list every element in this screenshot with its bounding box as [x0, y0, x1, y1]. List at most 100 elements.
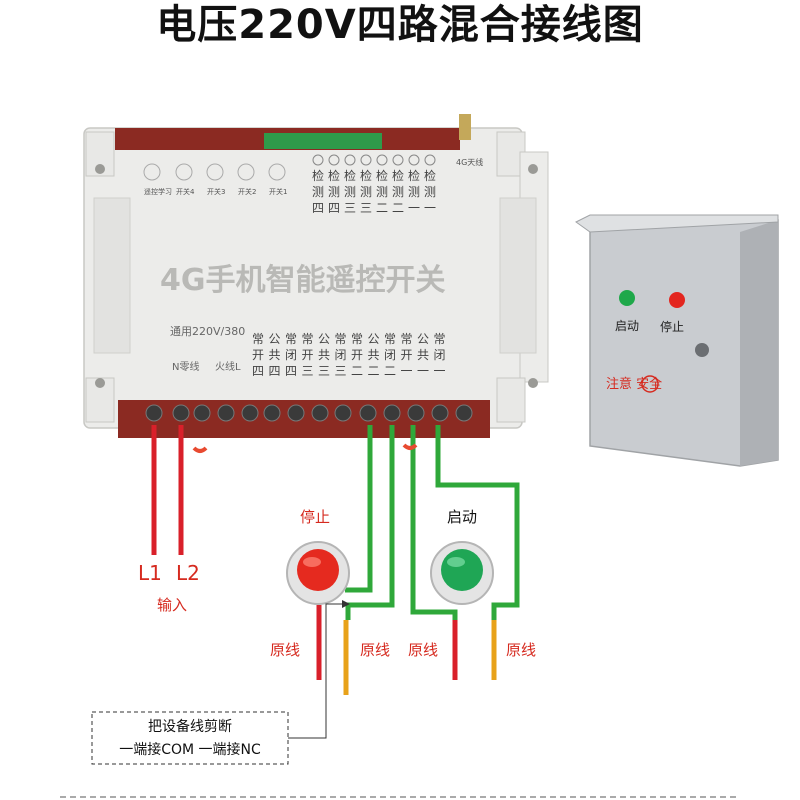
cabinet-start-label: 启动	[615, 319, 639, 333]
original-wire-label-1: 原线	[270, 641, 300, 659]
detect-label-char: 检	[360, 168, 372, 183]
indicator-light	[237, 163, 255, 181]
terminal-screw	[241, 404, 259, 422]
cabinet-stop-label: 停止	[660, 319, 684, 334]
detect-label-char: 测	[424, 185, 436, 199]
arrow-icon	[342, 600, 350, 608]
antenna	[459, 114, 471, 140]
cabinet-stop-button	[669, 292, 685, 308]
detect-indicator	[312, 154, 324, 166]
terminal-screw	[193, 404, 211, 422]
terminal-screw	[407, 404, 425, 422]
terminal-label-char: 公	[417, 332, 429, 346]
detect-label-char: 检	[328, 168, 340, 183]
terminal-label-char: 公	[269, 332, 281, 346]
terminal-screw	[334, 404, 352, 422]
input-l1-label: L1	[138, 561, 162, 585]
detect-label-char: 测	[360, 185, 372, 199]
detect-label-char: 测	[344, 185, 356, 199]
terminal-label-char: 四	[252, 364, 264, 378]
terminal-label-char: 闭	[285, 348, 297, 362]
voltage-label: 通用220V/380	[170, 325, 245, 338]
terminal-label-char: 闭	[434, 348, 446, 362]
terminal-screw	[145, 404, 163, 422]
input-l2-label: L2	[176, 561, 200, 585]
detect-label-char: 四	[312, 201, 324, 215]
indicator-label: 开关4	[176, 187, 195, 196]
detect-label-char: 测	[408, 185, 420, 199]
terminal-label-char: 开	[351, 348, 363, 362]
start-push-button	[430, 541, 494, 605]
indicator-label: 开关3	[207, 187, 225, 196]
cabinet-start-button	[619, 290, 635, 306]
terminal-screw	[455, 404, 473, 422]
detect-indicator	[376, 154, 388, 166]
detect-label-char: 三	[344, 201, 356, 215]
detect-label-char: 二	[392, 201, 404, 215]
detect-indicator	[392, 154, 404, 166]
terminal-label-char: 三	[318, 364, 330, 378]
detect-label-char: 检	[392, 168, 404, 183]
terminal-label-char: 三	[335, 364, 347, 378]
terminal-label-char: 一	[401, 364, 413, 378]
detect-label-char: 一	[424, 201, 436, 215]
note-line-2: 一端接COM 一端接NC	[119, 741, 261, 758]
detect-label-char: 检	[424, 168, 436, 183]
terminal-label-char: 常	[252, 332, 264, 346]
cabinet-warning-text: 注意 安全	[606, 376, 662, 392]
terminal-label-char: 三	[302, 364, 314, 378]
page-title: 电压220V四路混合接线图	[156, 2, 644, 48]
detect-label-char: 检	[408, 168, 420, 183]
detect-indicator	[344, 154, 356, 166]
terminal-label-char: 四	[285, 364, 297, 378]
terminal-screw	[287, 404, 305, 422]
detect-label-char: 检	[344, 168, 356, 183]
note-box: 把设备线剪断 一端接COM 一端接NC	[91, 600, 350, 765]
terminal-label-char: 共	[368, 348, 380, 362]
terminal-label-char: 二	[351, 364, 363, 378]
stop-push-button	[286, 541, 350, 605]
terminal-label-char: 一	[434, 364, 446, 378]
terminal-screw	[311, 404, 329, 422]
terminal-label-char: 常	[434, 332, 446, 346]
antenna-label: 4G天线	[456, 157, 483, 167]
indicator-light	[175, 163, 193, 181]
terminal-label-char: 四	[269, 364, 281, 378]
indicator-label: 开关1	[269, 187, 287, 196]
wires	[151, 425, 520, 695]
terminal-label-char: 二	[368, 364, 380, 378]
terminal-label-char: 开	[401, 348, 413, 362]
detect-indicator	[424, 154, 436, 166]
detect-indicator	[360, 154, 372, 166]
detect-label-char: 四	[328, 201, 340, 215]
terminal-screw	[217, 404, 235, 422]
detect-label-char: 一	[408, 201, 420, 215]
terminal-label-char: 共	[417, 348, 429, 362]
terminal-screws	[145, 404, 473, 422]
terminal-screw	[431, 404, 449, 422]
terminal-label-char: 闭	[335, 348, 347, 362]
neutral-label: N零线	[172, 360, 199, 373]
terminal-label-char: 共	[318, 348, 330, 362]
stop-button-label: 停止	[300, 508, 330, 526]
brand-text: 4G手机智能遥控开关	[160, 263, 446, 298]
original-wire-label-2: 原线	[360, 641, 390, 659]
control-cabinet: 启动 停止 注意 安全	[575, 214, 779, 467]
detect-label-char: 三	[360, 201, 372, 215]
terminal-label-char: 闭	[384, 348, 396, 362]
note-line-1: 把设备线剪断	[148, 718, 232, 735]
detect-label-char: 二	[376, 201, 388, 215]
detect-indicator	[408, 154, 420, 166]
indicator-label: 开关2	[238, 187, 256, 196]
input-label: 输入	[157, 596, 187, 614]
terminal-screw	[359, 404, 377, 422]
terminal-label-char: 共	[269, 348, 281, 362]
start-button-label: 启动	[447, 508, 477, 526]
detect-label-char: 测	[376, 185, 388, 199]
terminal-label-char: 公	[368, 332, 380, 346]
terminal-screw	[383, 404, 401, 422]
